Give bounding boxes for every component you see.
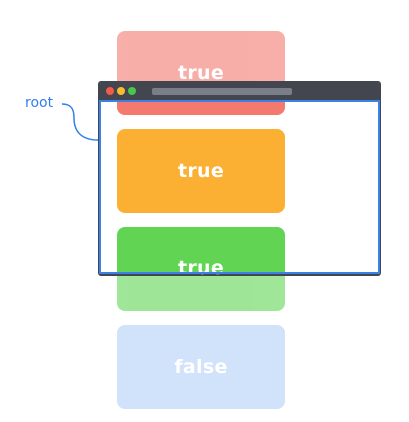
card-blue-faded: false bbox=[117, 325, 285, 409]
card-red-label: true bbox=[177, 62, 225, 84]
close-dot-icon bbox=[106, 87, 114, 95]
card-orange: true bbox=[117, 129, 285, 213]
connector-path bbox=[61, 103, 99, 141]
address-bar bbox=[152, 88, 292, 95]
browser-window bbox=[98, 81, 381, 276]
card-blue-label: false bbox=[174, 356, 228, 378]
maximize-dot-icon bbox=[128, 87, 136, 95]
minimize-dot-icon bbox=[117, 87, 125, 95]
card-orange-label: true bbox=[177, 160, 225, 182]
root-label: root bbox=[25, 95, 54, 111]
browser-titlebar bbox=[100, 83, 379, 100]
card-red-visible-edge bbox=[117, 100, 285, 115]
